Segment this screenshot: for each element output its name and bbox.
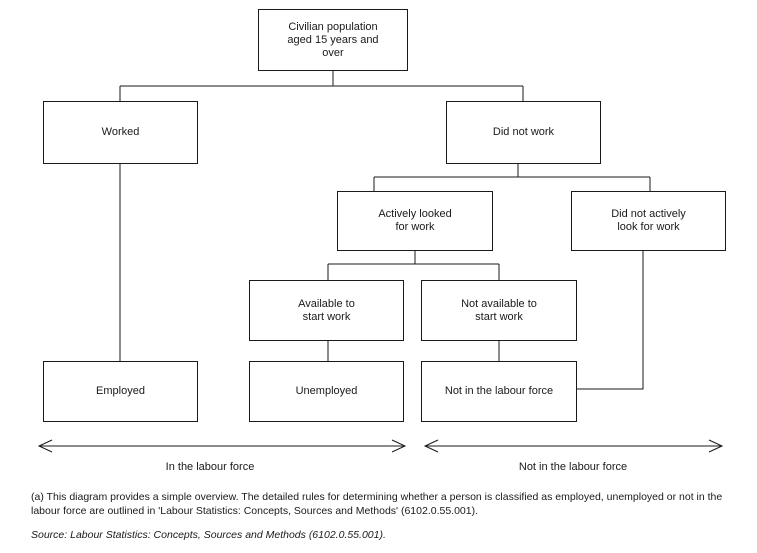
box-not-available-label: Not available to start work: [461, 297, 537, 323]
box-did-not-work: Did not work: [446, 101, 601, 164]
range-arrow-in: [37, 439, 407, 453]
box-employed-label: Employed: [96, 385, 145, 397]
box-did-not-actively-look-label: Did not actively look for work: [611, 208, 686, 233]
box-did-not-actively-look: Did not actively look for work: [571, 191, 726, 251]
box-not-available: Not available to start work: [421, 280, 577, 341]
box-civilian-population: Civilian population aged 15 years and ov…: [258, 9, 408, 71]
box-did-not-work-label: Did not work: [492, 126, 555, 138]
box-worked-label: Worked: [101, 126, 140, 138]
box-not-in-labour-force: Not in the labour force: [421, 361, 577, 422]
footnote: (a) This diagram provides a simple overv…: [31, 491, 723, 517]
range-label-in-labour-force: In the labour force: [165, 461, 255, 473]
box-actively-looked-label: Actively looked for work: [378, 208, 452, 233]
box-worked: Worked: [43, 101, 198, 164]
box-not-in-labour-force-label: Not in the labour force: [444, 385, 554, 397]
box-unemployed-label: Unemployed: [295, 385, 358, 397]
box-available: Available to start work: [249, 280, 404, 341]
box-employed: Employed: [43, 361, 198, 422]
range-arrow-out: [423, 439, 724, 453]
source-note: Source: Labour Statistics: Concepts, Sou…: [31, 529, 386, 541]
range-label-not-in-labour-force: Not in the labour force: [518, 461, 628, 473]
box-civilian-population-label: Civilian population aged 15 years and ov…: [287, 20, 379, 59]
box-actively-looked: Actively looked for work: [337, 191, 493, 251]
connector-notlook-to-nilf: [577, 251, 644, 390]
box-unemployed: Unemployed: [249, 361, 404, 422]
box-available-label: Available to start work: [298, 297, 355, 323]
